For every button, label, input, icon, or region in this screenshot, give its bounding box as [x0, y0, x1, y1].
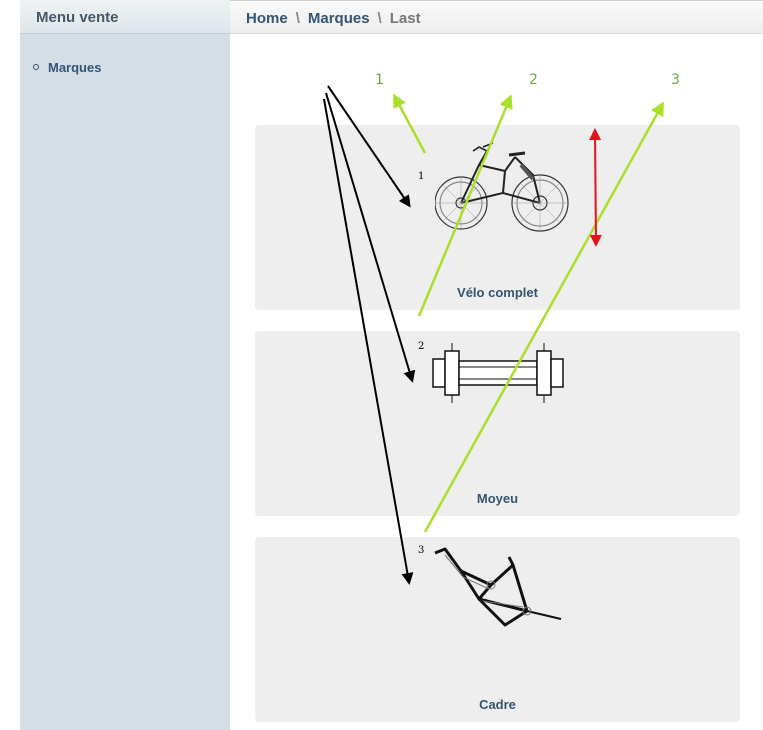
breadcrumb-separator: \ — [377, 10, 382, 27]
card-number: 1 — [418, 171, 425, 182]
sidebar-item-marques[interactable]: Marques — [33, 60, 101, 75]
bike-frame-image — [434, 547, 562, 627]
sidebar-item-label: Marques — [48, 60, 102, 75]
breadcrumb-last: Last — [389, 10, 421, 27]
card-number: 2 — [418, 341, 425, 352]
card-title: Vélo complet — [457, 285, 538, 300]
bicycle-image — [435, 142, 569, 232]
card-title: Cadre — [479, 697, 516, 712]
breadcrumb: Home \ Marques \ Last — [230, 0, 763, 34]
breadcrumb-marques[interactable]: Marques — [307, 10, 370, 27]
card-velo-complet[interactable]: 1 Vélo complet — [255, 125, 740, 310]
breadcrumb-home[interactable]: Home — [246, 10, 288, 27]
sidebar-title: Menu vente — [20, 0, 230, 34]
card-cadre[interactable]: 3 Cadre — [255, 537, 740, 722]
sidebar: Menu vente Marques — [20, 0, 230, 730]
bullet-icon — [33, 63, 39, 70]
hub-image — [432, 343, 564, 403]
card-moyeu[interactable]: 2 Moyeu — [255, 331, 740, 516]
annotation-label: 2 — [529, 72, 538, 88]
card-number: 3 — [418, 545, 425, 556]
breadcrumb-separator: \ — [295, 10, 300, 27]
annotation-label: 3 — [671, 72, 680, 88]
annotation-label: 1 — [375, 72, 384, 88]
card-title: Moyeu — [476, 491, 519, 506]
